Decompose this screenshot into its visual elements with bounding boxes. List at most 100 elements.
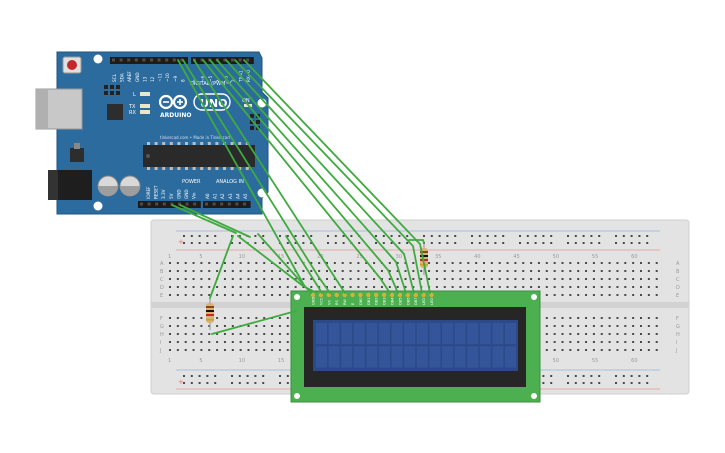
breadboard-hole[interactable]	[208, 341, 211, 343]
breadboard-hole[interactable]	[286, 333, 289, 335]
breadboard-hole[interactable]	[542, 235, 545, 237]
breadboard-hole[interactable]	[553, 278, 556, 280]
breadboard-hole[interactable]	[567, 242, 569, 244]
breadboard-hole[interactable]	[498, 270, 501, 272]
breadboard-hole[interactable]	[569, 325, 572, 327]
breadboard-hole[interactable]	[200, 286, 203, 288]
wire-resistor-right[interactable]	[408, 239, 425, 244]
digital-pin-socket[interactable]	[112, 58, 115, 62]
breadboard-hole[interactable]	[183, 242, 185, 244]
breadboard-hole[interactable]	[569, 286, 572, 288]
breadboard-hole[interactable]	[598, 235, 601, 237]
breadboard-hole[interactable]	[592, 294, 595, 296]
digital-pin-socket[interactable]	[223, 58, 227, 62]
breadboard-hole[interactable]	[640, 349, 642, 351]
breadboard-hole[interactable]	[585, 270, 588, 272]
breadboard-hole[interactable]	[278, 286, 281, 288]
breadboard-hole[interactable]	[553, 262, 556, 264]
lcd-pin[interactable]	[397, 292, 403, 298]
breadboard-hole[interactable]	[373, 286, 376, 288]
breadboard-hole[interactable]	[498, 278, 501, 280]
breadboard-hole[interactable]	[475, 262, 478, 264]
breadboard-hole[interactable]	[396, 278, 399, 280]
breadboard-hole[interactable]	[592, 262, 595, 264]
breadboard-hole[interactable]	[208, 270, 211, 272]
breadboard-hole[interactable]	[647, 262, 650, 264]
breadboard-hole[interactable]	[545, 286, 548, 288]
breadboard-hole[interactable]	[184, 294, 187, 296]
breadboard-hole[interactable]	[263, 270, 266, 272]
breadboard-hole[interactable]	[483, 278, 485, 280]
wire-rail-lcd[interactable]	[237, 235, 304, 287]
breadboard-hole[interactable]	[239, 262, 242, 264]
breadboard-hole[interactable]	[231, 333, 234, 335]
breadboard-hole[interactable]	[231, 262, 234, 264]
analog-pin-socket[interactable]	[205, 202, 208, 206]
analog-pin-socket[interactable]	[227, 202, 231, 206]
breadboard-hole[interactable]	[231, 382, 233, 384]
wire-d3-db6[interactable]	[216, 59, 407, 294]
breadboard-hole[interactable]	[169, 294, 171, 296]
breadboard-hole[interactable]	[406, 235, 409, 237]
breadboard-hole[interactable]	[574, 235, 577, 237]
breadboard-hole[interactable]	[184, 341, 187, 343]
wire-rail-resistor[interactable]	[209, 235, 234, 299]
breadboard-hole[interactable]	[278, 325, 281, 327]
breadboard-hole[interactable]	[592, 333, 595, 335]
breadboard-hole[interactable]	[577, 317, 580, 319]
breadboard-hole[interactable]	[561, 325, 564, 327]
analog-pin-socket[interactable]	[243, 202, 246, 206]
breadboard-hole[interactable]	[545, 325, 548, 327]
breadboard-hole[interactable]	[600, 333, 603, 335]
breadboard-hole[interactable]	[561, 341, 564, 343]
breadboard-hole[interactable]	[239, 294, 242, 296]
breadboard-hole[interactable]	[247, 349, 250, 351]
breadboard-hole[interactable]	[184, 349, 187, 351]
breadboard-hole[interactable]	[192, 333, 195, 335]
breadboard-hole[interactable]	[238, 235, 241, 237]
breadboard-hole[interactable]	[428, 270, 431, 272]
breadboard-hole[interactable]	[262, 382, 265, 384]
breadboard-hole[interactable]	[278, 317, 281, 319]
breadboard-hole[interactable]	[550, 242, 553, 244]
power-pin-socket[interactable]	[162, 202, 166, 206]
breadboard-hole[interactable]	[530, 270, 533, 272]
breadboard-hole[interactable]	[630, 382, 633, 384]
breadboard-hole[interactable]	[247, 317, 250, 319]
breadboard-hole[interactable]	[553, 341, 556, 343]
lcd-pin[interactable]	[310, 292, 316, 298]
breadboard-hole[interactable]	[494, 242, 497, 244]
breadboard-hole[interactable]	[655, 286, 658, 288]
breadboard-hole[interactable]	[262, 235, 265, 237]
breadboard-hole[interactable]	[577, 278, 580, 280]
breadboard-hole[interactable]	[561, 317, 564, 319]
breadboard-hole[interactable]	[216, 317, 219, 319]
breadboard-hole[interactable]	[254, 242, 257, 244]
breadboard-hole[interactable]	[624, 286, 627, 288]
breadboard-hole[interactable]	[333, 286, 336, 288]
breadboard-hole[interactable]	[561, 270, 564, 272]
breadboard-hole[interactable]	[206, 235, 209, 237]
breadboard-hole[interactable]	[214, 235, 217, 237]
breadboard-hole[interactable]	[192, 278, 195, 280]
breadboard-hole[interactable]	[239, 333, 242, 335]
breadboard-hole[interactable]	[567, 235, 569, 237]
breadboard-hole[interactable]	[522, 262, 525, 264]
breadboard-hole[interactable]	[569, 333, 572, 335]
breadboard-hole[interactable]	[326, 278, 328, 280]
analog-pin-socket[interactable]	[235, 202, 239, 206]
breadboard-hole[interactable]	[238, 382, 241, 384]
breadboard-hole[interactable]	[271, 341, 274, 343]
lcd-pin[interactable]	[358, 292, 363, 298]
breadboard-hole[interactable]	[200, 341, 203, 343]
breadboard-hole[interactable]	[169, 333, 171, 335]
breadboard-hole[interactable]	[630, 375, 633, 377]
breadboard-hole[interactable]	[590, 235, 593, 237]
breadboard-hole[interactable]	[169, 278, 171, 280]
breadboard-hole[interactable]	[216, 341, 219, 343]
breadboard-hole[interactable]	[246, 375, 249, 377]
breadboard-hole[interactable]	[396, 286, 399, 288]
breadboard-hole[interactable]	[327, 242, 329, 244]
breadboard-hole[interactable]	[206, 375, 209, 377]
wire-d5-db4[interactable]	[202, 59, 391, 294]
